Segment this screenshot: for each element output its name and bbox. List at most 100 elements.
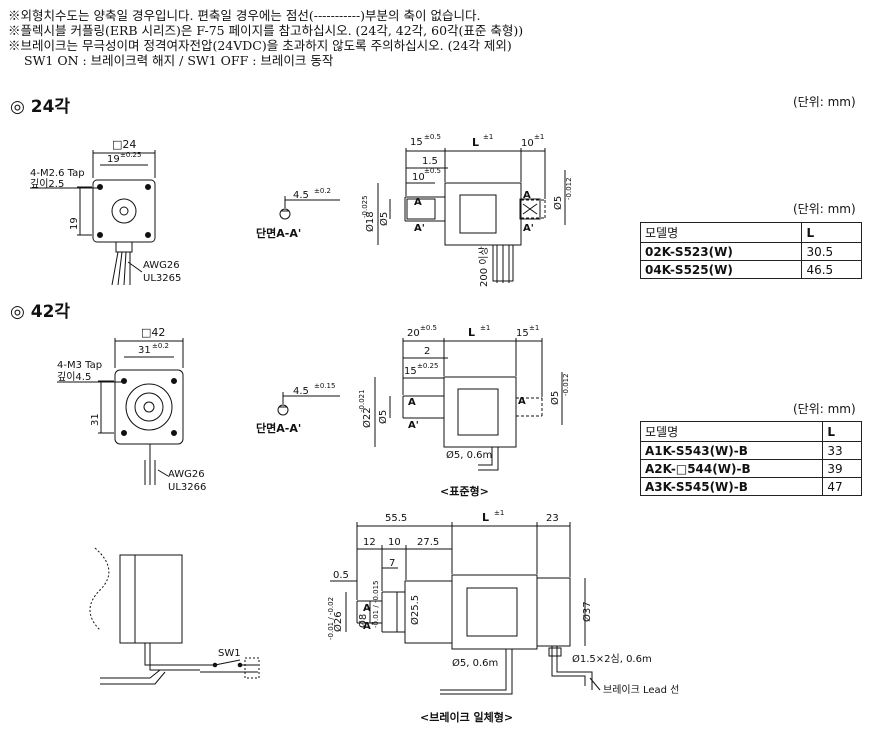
mark-a2-24: A' bbox=[414, 223, 425, 234]
dim-37-brake: Ø37 bbox=[581, 601, 593, 622]
table-24-unit: (단위: mm) bbox=[793, 202, 856, 216]
section-label-42: 단면A-A' bbox=[256, 421, 301, 435]
awg-label-42: AWG26 bbox=[168, 469, 205, 480]
dim-square-24: □24 bbox=[112, 138, 136, 151]
unit-label-top: (단위: mm) bbox=[793, 95, 856, 109]
dim-d2-24: 10 bbox=[521, 138, 534, 149]
lead-length-24: 200 이상 bbox=[478, 246, 490, 287]
dim-total-brake: 55.5 bbox=[385, 513, 407, 524]
dim-L-tol-42: ±1 bbox=[480, 324, 490, 332]
front-view-24 bbox=[30, 150, 156, 286]
dim-shaft-right-24: Ø5 bbox=[552, 196, 564, 210]
section-title-42: ◎ 42각 bbox=[10, 302, 71, 322]
tap-label-42: 4-M3 Tap bbox=[57, 360, 102, 371]
table-cell-model: A3K-S545(W)-B bbox=[639, 477, 824, 496]
dim-pitch-24: 19 bbox=[107, 154, 120, 165]
dim-end-brake: 23 bbox=[546, 513, 559, 524]
dim-d1-tol-42: ±0.5 bbox=[420, 324, 437, 332]
dim-boss-tol-brake: -0.01 / -0.02 bbox=[327, 597, 335, 640]
note-4: SW1 ON : 브레이크력 해지 / SW1 OFF : 브레이크 동작 bbox=[24, 53, 334, 68]
section-view-42 bbox=[277, 392, 340, 416]
tap-label-24: 4-M2.6 Tap bbox=[30, 168, 85, 179]
dim-shaft-left-24: Ø5 bbox=[378, 212, 390, 226]
brake-circuit bbox=[89, 547, 260, 685]
dim-boss-42: Ø22 bbox=[361, 407, 373, 428]
dim-shaft-right-42: Ø5 bbox=[549, 391, 561, 405]
dim-shaft-tol-24: -0.012 bbox=[565, 177, 573, 200]
note-2: ※플렉시블 커플링(ERB 시리즈)은 F-75 페이지를 참고하십시오. (2… bbox=[8, 23, 524, 38]
table-42-unit: (단위: mm) bbox=[793, 402, 856, 416]
dim-d4-tol-42: ±0.25 bbox=[417, 362, 438, 370]
dim-pitch-tol-42: ±0.2 bbox=[152, 342, 169, 350]
dim-pitch-tol-24: ±0.25 bbox=[120, 151, 141, 159]
dim-L-24: L bbox=[472, 136, 479, 149]
dim-L-42: L bbox=[468, 326, 475, 339]
table-cell-model: 04K-S525(W) bbox=[639, 260, 803, 279]
note-1: ※외형치수도는 양축일 경우입니다. 편축일 경우에는 점선(---------… bbox=[8, 8, 481, 23]
dim-d1-24: 15 bbox=[410, 137, 423, 148]
brake-side-view bbox=[330, 522, 601, 695]
mark-a-right-24: A bbox=[523, 190, 531, 201]
section-view-24 bbox=[279, 196, 340, 220]
dim-L-brake: L bbox=[482, 511, 489, 524]
mark-a-42: A bbox=[408, 397, 416, 408]
table-cell-l: 33 bbox=[822, 441, 862, 460]
ul-label-42: UL3266 bbox=[168, 482, 206, 493]
table-cell-model: 02K-S523(W) bbox=[639, 242, 803, 261]
dim-boss-tol-24: -0.025 bbox=[361, 195, 369, 218]
dim-d3-42: 2 bbox=[424, 346, 430, 357]
dim-shaft-brake: Ø8 bbox=[357, 614, 369, 628]
dim-275-brake: 27.5 bbox=[417, 537, 439, 548]
mark-a2-42: A' bbox=[408, 420, 419, 431]
brake-lead-label: 브레이크 Lead 선 bbox=[603, 684, 679, 696]
dim-d2-tol-42: ±1 bbox=[529, 324, 539, 332]
mark-a2-right-24: A' bbox=[523, 223, 534, 234]
dim-square-42: □42 bbox=[141, 326, 165, 339]
table-cell-l: 47 bbox=[822, 477, 862, 496]
dim-7-brake: 7 bbox=[389, 558, 395, 569]
table-header-model: 모델명 bbox=[639, 222, 803, 243]
dim-d4-42: 15 bbox=[404, 366, 417, 377]
dim-10-brake: 10 bbox=[388, 537, 401, 548]
section-title-24: ◎ 24각 bbox=[10, 97, 71, 117]
dim-shaft-tol-brake: -0.01 / -0.015 bbox=[372, 581, 380, 629]
dim-pitch-v-24: 19 bbox=[69, 217, 80, 230]
dim-d4-tol-24: ±0.5 bbox=[424, 167, 441, 175]
cable-label-brake: Ø5, 0.6m bbox=[452, 657, 498, 669]
section-dim-42: 4.5 bbox=[293, 386, 309, 397]
dim-d2-42: 15 bbox=[516, 328, 529, 339]
table-header-model: 모델명 bbox=[639, 421, 824, 442]
dim-pitch-42: 31 bbox=[138, 345, 151, 356]
side-view-42 bbox=[374, 338, 563, 471]
section-dim-24: 4.5 bbox=[293, 190, 309, 201]
table-cell-l: 39 bbox=[822, 459, 862, 478]
mark-a-24: A bbox=[414, 197, 422, 208]
dim-05-brake: 0.5 bbox=[333, 570, 349, 581]
dim-L-tol-24: ±1 bbox=[483, 133, 493, 141]
dim-12-brake: 12 bbox=[363, 537, 376, 548]
section-label-24: 단면A-A' bbox=[256, 226, 301, 240]
dim-L-tol-brake: ±1 bbox=[494, 509, 504, 517]
dim-d4-24: 10 bbox=[412, 172, 425, 183]
caption-standard: <표준형> bbox=[440, 484, 489, 498]
front-view-42 bbox=[57, 338, 184, 485]
dim-255-brake: Ø25.5 bbox=[409, 595, 421, 625]
dim-pitch-v-42: 31 bbox=[90, 413, 101, 426]
dim-shaft-left-42: Ø5 bbox=[377, 410, 389, 424]
caption-brake: <브레이크 일체형> bbox=[420, 710, 513, 724]
table-cell-l: 46.5 bbox=[801, 260, 862, 279]
table-header-l: L bbox=[822, 421, 862, 442]
side-view-24 bbox=[377, 148, 566, 283]
depth-label-24: 깊이2.5 bbox=[30, 178, 64, 190]
dim-d2-tol-24: ±1 bbox=[534, 133, 544, 141]
ul-label-24: UL3265 bbox=[143, 273, 181, 284]
awg-label-24: AWG26 bbox=[143, 260, 180, 271]
depth-label-42: 깊이4.5 bbox=[57, 371, 91, 383]
section-dim-tol-42: ±0.15 bbox=[314, 382, 335, 390]
dim-d1-tol-24: ±0.5 bbox=[424, 133, 441, 141]
dim-d3-24: 1.5 bbox=[422, 156, 438, 167]
table-row: 04K-S525(W)46.5 bbox=[639, 260, 862, 279]
mark-a-brake: A bbox=[363, 603, 371, 614]
